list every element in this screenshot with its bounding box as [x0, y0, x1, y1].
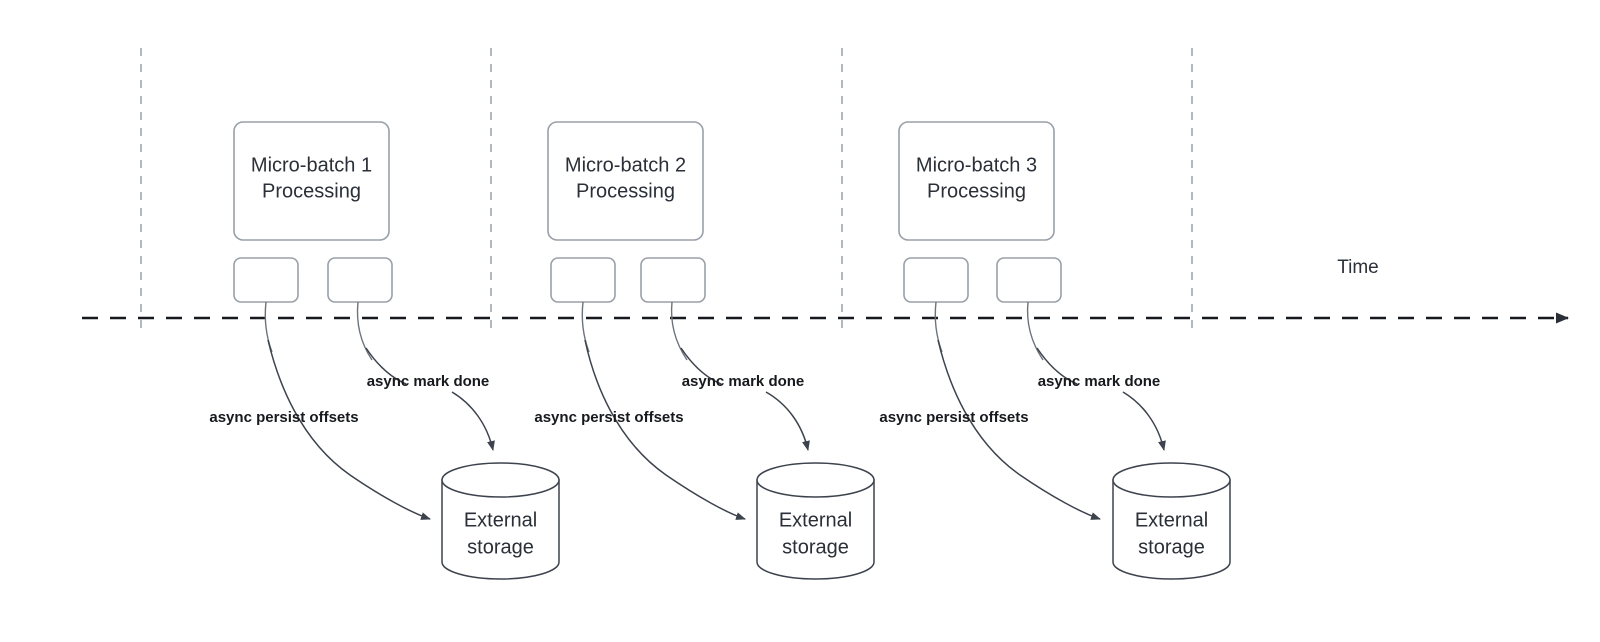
mark-done-stub-3 [1026, 301, 1044, 361]
mark-done-curve-2[interactable] [680, 347, 722, 385]
external-storage-3-label-line2: storage [1138, 536, 1205, 558]
persist-task-box-2[interactable] [550, 257, 616, 303]
external-storage-1[interactable]: External storage [441, 462, 560, 580]
mark-done-curve-1b[interactable] [451, 391, 495, 451]
persist-task-box-3[interactable] [903, 257, 969, 303]
external-storage-1-top [441, 462, 560, 498]
micro-batch-1-label-line1: Micro-batch 1 [251, 154, 372, 176]
persist-offsets-label-1: async persist offsets [209, 409, 358, 426]
mark-done-curve-1[interactable] [365, 347, 407, 385]
external-storage-2-top [756, 462, 875, 498]
persist-task-box-1[interactable] [233, 257, 299, 303]
group-3: Micro-batch 3 Processing External storag… [879, 121, 1231, 580]
micro-batch-3-label-line2: Processing [927, 180, 1026, 202]
time-axis-label: Time [1337, 257, 1379, 278]
persist-offsets-label-3: async persist offsets [879, 409, 1028, 426]
micro-batch-1-box[interactable] [233, 121, 390, 241]
persist-offsets-label-2: async persist offsets [534, 409, 683, 426]
mark-done-label-2: async mark done [682, 373, 805, 390]
micro-batch-2-label-line1: Micro-batch 2 [565, 154, 686, 176]
external-storage-3-body [1112, 479, 1231, 580]
mark-done-task-box-3[interactable] [996, 257, 1062, 303]
external-storage-1-body [441, 479, 560, 580]
external-storage-2-body [756, 479, 875, 580]
persist-offsets-stub-2 [581, 301, 590, 353]
external-storage-2[interactable]: External storage [756, 462, 875, 580]
micro-batch-2-box[interactable] [547, 121, 704, 241]
group-1: Micro-batch 1 Processing External storag… [209, 121, 560, 580]
micro-batch-3-label-line1: Micro-batch 3 [916, 154, 1037, 176]
mark-done-curve-3b[interactable] [1122, 391, 1166, 451]
mark-done-task-box-2[interactable] [640, 257, 706, 303]
external-storage-2-label-line1: External [779, 509, 852, 531]
mark-done-stub-1 [356, 301, 373, 361]
mark-done-stub-2 [670, 301, 688, 361]
micro-batch-3-box[interactable] [898, 121, 1055, 241]
persist-offsets-curve-3[interactable] [937, 339, 1101, 520]
persist-offsets-curve-1[interactable] [267, 339, 431, 520]
persist-offsets-curve-2[interactable] [584, 339, 746, 520]
external-storage-3-top [1112, 462, 1231, 498]
group-2: Micro-batch 2 Processing External storag… [534, 121, 875, 580]
micro-batch-2-label-line2: Processing [576, 180, 675, 202]
external-storage-1-label-line2: storage [467, 536, 534, 558]
external-storage-2-label-line2: storage [782, 536, 849, 558]
external-storage-3[interactable]: External storage [1112, 462, 1231, 580]
mark-done-label-1: async mark done [367, 373, 490, 390]
mark-done-curve-2b[interactable] [765, 391, 810, 451]
mark-done-task-box-1[interactable] [327, 257, 393, 303]
mark-done-label-3: async mark done [1038, 373, 1161, 390]
mark-done-curve-3[interactable] [1036, 347, 1078, 385]
external-storage-1-label-line1: External [464, 509, 537, 531]
micro-batch-1-label-line2: Processing [262, 180, 361, 202]
external-storage-3-label-line1: External [1135, 509, 1208, 531]
